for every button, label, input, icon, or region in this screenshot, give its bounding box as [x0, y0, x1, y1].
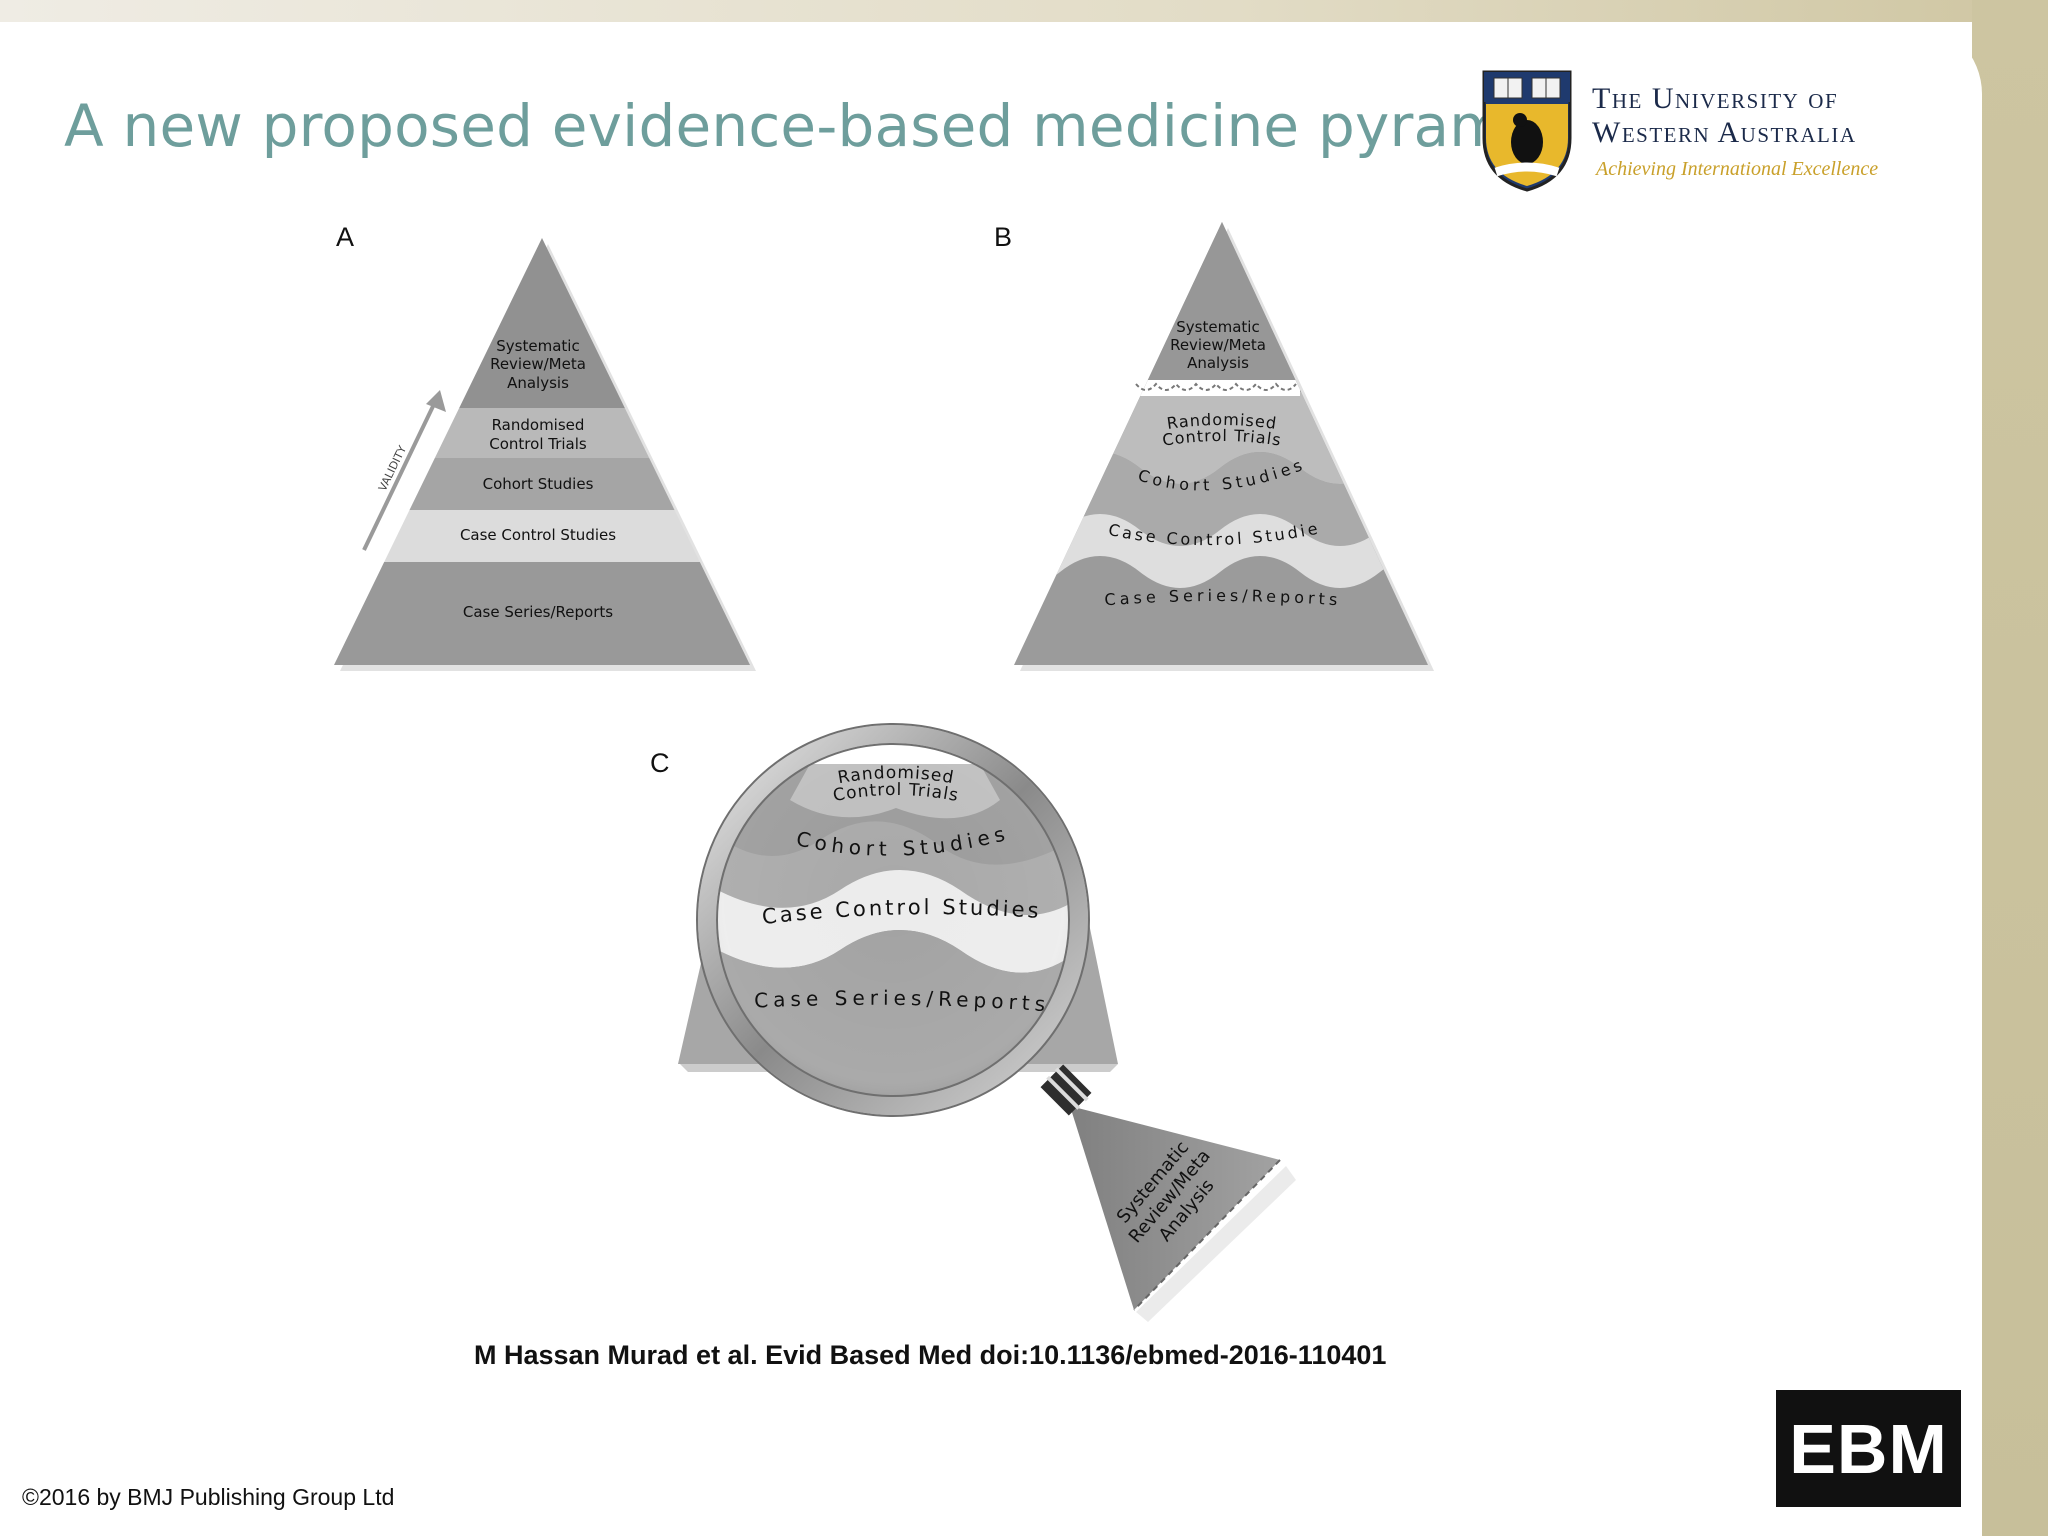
handle-dashed-edge — [1133, 1159, 1281, 1311]
panel-b-dashed-edge — [1135, 382, 1297, 391]
top-decorative-band — [0, 0, 2048, 22]
tier-b-text: Analysis — [1187, 354, 1249, 372]
magnifier-lens-content — [715, 742, 1071, 1098]
tier-b-case-control — [1014, 514, 1428, 588]
tier-a-text: Randomised — [492, 416, 585, 434]
svg-text:Case Series/Reports: Case Series/Reports — [1104, 586, 1342, 609]
slide-title: A new proposed evidence-based medicine p… — [64, 92, 1560, 160]
university-tagline: Achieving International Excellence — [1596, 158, 1879, 180]
ebm-journal-logo: EBM — [1776, 1390, 1961, 1507]
magnifying-glass-icon — [698, 725, 1088, 1115]
lens-inner-rim — [716, 743, 1070, 1097]
handle-shadow — [1136, 1166, 1296, 1322]
tier-a-text: Systematic — [496, 337, 579, 355]
tier-a-text: Analysis — [507, 374, 569, 392]
magnifier-collar — [1040, 1064, 1092, 1116]
tier-a-text: Control Trials — [489, 435, 587, 453]
tier-b-case-series-text: Case Series/Reports — [1104, 586, 1338, 609]
svg-text:Control Trials: Control Trials — [1161, 426, 1283, 450]
lens-outer-rim — [696, 723, 1090, 1117]
university-crest-icon — [1482, 70, 1572, 192]
panel-c-label: C — [650, 748, 670, 778]
tier-a-text: Review/Meta — [490, 355, 586, 373]
copyright-notice: ©2016 by BMJ Publishing Group Ltd — [22, 1484, 395, 1510]
tier-b-rct-text: Randomised — [1166, 410, 1278, 433]
citation: M Hassan Murad et al. Evid Based Med doi… — [474, 1340, 1387, 1370]
tier-b-text: Review/Meta — [1170, 336, 1266, 354]
validity-arrow — [362, 390, 446, 551]
university-name-line1: The University of — [1592, 82, 1839, 115]
tier-case-series — [334, 562, 750, 665]
panel-a-label: A — [336, 222, 354, 252]
magnifier-handle-cone — [1070, 1106, 1280, 1310]
university-name-line2: Western Australia — [1592, 116, 1857, 149]
tier-a-text: Cohort Studies — [483, 475, 594, 493]
panel-b-label: B — [994, 222, 1012, 252]
tier-b-rct-text: Control Trials — [1161, 426, 1282, 450]
university-name: The University of Western Australia — [1592, 82, 1857, 150]
right-decorative-band — [1972, 0, 2048, 1536]
tier-b-text: Systematic — [1176, 318, 1259, 336]
svg-text:Randomised: Randomised — [1166, 410, 1279, 433]
tier-a-text: Case Control Studies — [460, 526, 616, 544]
tier-b-cohort — [1014, 452, 1428, 546]
tier-a-text: Case Series/Reports — [463, 603, 613, 621]
